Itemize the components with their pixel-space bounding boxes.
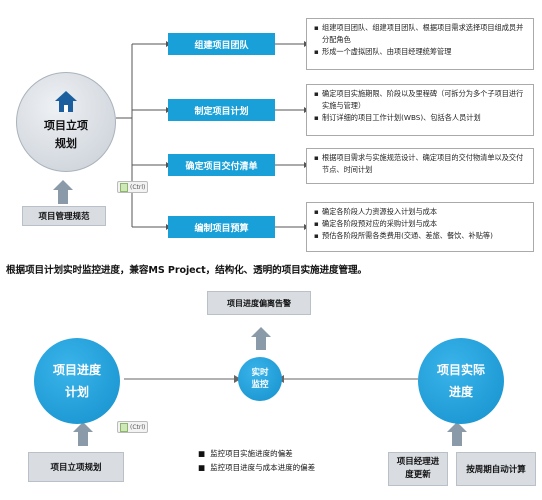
plan-circle-label: 项目进度计划 <box>53 363 102 399</box>
plan-details: 确定项目实施期限、阶段以及里程碑（可拆分为多个子项目进行实施与管理） 制订详细的… <box>306 84 534 136</box>
budget-details: 确定各阶段人力资源投入计划与成本 确定各阶段预对应的采购计划与成本 预估各阶段所… <box>306 202 534 252</box>
deviation-warning-box: 项目进度偏离告警 <box>207 291 311 315</box>
deliverables-details: 根据项目需求与实施规范设计、确定项目的交付物清单以及交付节点、时间计划 <box>306 148 534 184</box>
branch-deliverables: 确定项目交付清单 <box>168 154 275 176</box>
list-item: 确定项目实施期限、阶段以及里程碑（可拆分为多个子项目进行实施与管理） <box>314 88 527 112</box>
paste-options-chip-bottom[interactable]: (Ctrl) <box>117 421 149 433</box>
project-standard-box: 项目管理规范 <box>22 206 106 226</box>
actual-circle: 项目实际进度 <box>418 338 504 424</box>
list-item: 确定各阶段人力资源投入计划与成本 <box>314 206 527 218</box>
monitor-bullets: ■监控项目实施进度的偏差 ■监控项目进度与成本进度的偏差 <box>198 447 315 475</box>
team-details: 组建项目团队、组建项目团队、根据项目需求选择项目组成员并分配角色 形成一个虚拟团… <box>306 18 534 70</box>
clipboard-icon <box>120 422 128 432</box>
center-node: 项目立项规划 <box>16 72 116 172</box>
list-item: 确定各阶段预对应的采购计划与成本 <box>314 218 527 230</box>
project-planning-box: 项目立项规划 <box>28 452 124 482</box>
auto-calc-box: 按周期自动计算 <box>456 452 536 486</box>
paste-options-chip[interactable]: (Ctrl) <box>117 181 149 193</box>
monitor-circle-label: 实时监控 <box>251 368 269 390</box>
list-item: 形成一个虚拟团队、由项目经理统筹管理 <box>314 46 527 58</box>
list-item: 预估各阶段所需各类费用(交通、差旅、餐饮、补贴等) <box>314 230 527 242</box>
list-item: 根据项目需求与实施规范设计、确定项目的交付物清单以及交付节点、时间计划 <box>314 152 527 176</box>
branch-plan: 制定项目计划 <box>168 99 275 121</box>
plan-circle: 项目进度计划 <box>34 338 120 424</box>
pm-update-box: 项目经理进度更新 <box>388 452 448 486</box>
list-item: ■监控项目进度与成本进度的偏差 <box>198 463 316 472</box>
list-item: ■监控项目实施进度的偏差 <box>198 449 293 458</box>
clipboard-icon <box>120 182 128 192</box>
actual-circle-label: 项目实际进度 <box>437 363 486 399</box>
branch-team: 组建项目团队 <box>168 33 275 55</box>
monitor-circle: 实时监控 <box>238 357 282 401</box>
center-node-label: 项目立项规划 <box>44 119 88 150</box>
branch-budget: 编制项目预算 <box>168 216 275 238</box>
house-icon <box>55 91 77 113</box>
list-item: 制订详细的项目工作计划(WBS)、包括各人员计划 <box>314 112 527 124</box>
headline: 根据项目计划实时监控进度，兼容MS Project，结构化、透明的项目实施进度管… <box>6 265 368 276</box>
list-item: 组建项目团队、组建项目团队、根据项目需求选择项目组成员并分配角色 <box>314 22 527 46</box>
